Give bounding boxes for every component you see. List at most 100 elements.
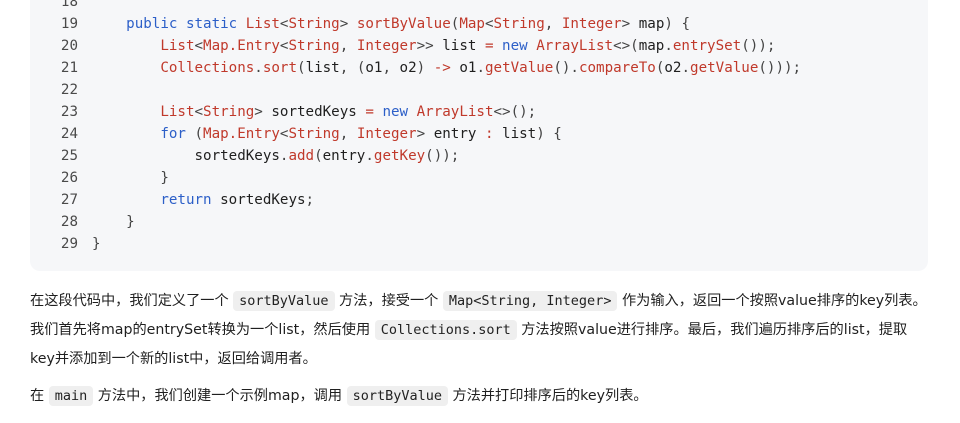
code-token: , bbox=[382, 60, 400, 76]
code-text: } bbox=[92, 233, 101, 255]
code-token: < bbox=[279, 126, 289, 142]
prose-text: 在 bbox=[30, 388, 49, 404]
inline-code-sortByValue: sortByValue bbox=[346, 386, 448, 406]
code-token: new bbox=[502, 38, 537, 54]
code-token: } bbox=[92, 170, 169, 186]
code-token: map bbox=[638, 38, 665, 54]
prose-text: 方法中，我们创建一个示例map，调用 bbox=[93, 388, 347, 404]
code-text: return sortedKeys; bbox=[92, 189, 314, 211]
code-token: Map.Entry bbox=[203, 126, 280, 142]
code-token: ArrayList bbox=[416, 104, 494, 120]
code-token: return bbox=[92, 192, 221, 208]
code-token: getValue bbox=[485, 60, 554, 76]
code-token: Map bbox=[459, 16, 485, 32]
code-token: . bbox=[279, 148, 289, 164]
code-token: o2 bbox=[664, 60, 682, 76]
code-token: . bbox=[681, 60, 691, 76]
code-token: public static bbox=[92, 16, 246, 32]
code-text: Collections.sort(list, (o1, o2) -> o1.ge… bbox=[92, 57, 801, 79]
code-token: < bbox=[194, 38, 204, 54]
code-token: ( bbox=[314, 148, 323, 164]
inline-code-collections-sort: Collections.sort bbox=[374, 320, 517, 340]
code-text: List<Map.Entry<String, Integer>> list = … bbox=[92, 35, 775, 57]
code-token: String bbox=[288, 126, 340, 142]
code-token: ()); bbox=[425, 148, 460, 164]
code-token: <>( bbox=[613, 38, 639, 54]
code-token: ( bbox=[194, 126, 204, 142]
code-text: } bbox=[92, 211, 135, 233]
code-token: List bbox=[92, 38, 195, 54]
line-number: 27 bbox=[60, 192, 78, 208]
code-token: . bbox=[476, 60, 485, 76]
code-token: entry bbox=[322, 148, 366, 164]
code-token: String bbox=[493, 16, 545, 32]
code-token: list bbox=[502, 126, 537, 142]
code-token: ( bbox=[655, 60, 665, 76]
code-token: } bbox=[92, 236, 101, 252]
explanation-paragraph-1: 在这段代码中，我们定义了一个 sortByValue 方法，接受一个 Map<S… bbox=[30, 287, 930, 374]
code-token: String bbox=[203, 104, 255, 120]
line-number: 24 bbox=[60, 126, 78, 142]
code-token: o2 bbox=[399, 60, 417, 76]
code-token: , ( bbox=[339, 60, 366, 76]
code-text: sortedKeys.add(entry.getKey()); bbox=[92, 145, 459, 167]
prose-text: 在这段代码中，我们定义了一个 bbox=[30, 293, 234, 309]
code-token: . bbox=[365, 148, 374, 164]
code-token: ArrayList bbox=[536, 38, 614, 54]
code-token: entrySet bbox=[672, 38, 742, 54]
code-token: ) { bbox=[536, 126, 562, 142]
code-token: <>(); bbox=[493, 104, 537, 120]
inline-code-main: main bbox=[48, 386, 94, 406]
code-token: , bbox=[339, 126, 357, 142]
code-token: String bbox=[288, 16, 340, 32]
code-token: for bbox=[92, 126, 195, 142]
code-token: list bbox=[442, 38, 485, 54]
code-token: ( bbox=[297, 60, 306, 76]
code-token: : bbox=[484, 126, 503, 142]
code-token: Collections bbox=[92, 60, 255, 76]
inline-code-map-type: Map<String, Integer> bbox=[442, 291, 618, 311]
line-number: 26 bbox=[60, 170, 78, 186]
code-token: Map.Entry bbox=[203, 38, 280, 54]
code-token: , bbox=[544, 16, 562, 32]
code-token: < bbox=[279, 38, 289, 54]
code-token: getKey bbox=[373, 148, 426, 164]
code-token: ()); bbox=[741, 38, 776, 54]
code-token: ) bbox=[416, 60, 434, 76]
line-number: 19 bbox=[60, 16, 78, 32]
code-token: > bbox=[339, 16, 357, 32]
code-token: < bbox=[279, 16, 289, 32]
inline-code-sortByValue: sortByValue bbox=[233, 291, 335, 311]
prose-text: 方法，接受一个 bbox=[334, 293, 443, 309]
line-number: 25 bbox=[60, 148, 78, 164]
explanation-paragraph-2: 在 main 方法中，我们创建一个示例map，调用 sortByValue 方法… bbox=[30, 382, 930, 411]
line-number: 22 bbox=[60, 82, 78, 98]
code-token: . bbox=[664, 38, 673, 54]
code-token: -> bbox=[433, 60, 460, 76]
code-token: = bbox=[365, 104, 383, 120]
line-number: 20 bbox=[60, 38, 78, 54]
code-token: add bbox=[288, 148, 315, 164]
code-token: < bbox=[484, 16, 494, 32]
code-text: public static List<String> sortByValue(M… bbox=[92, 13, 690, 35]
code-token: ( bbox=[450, 16, 460, 32]
code-token: getValue bbox=[690, 60, 759, 76]
code-token: new bbox=[382, 104, 417, 120]
code-token: ())); bbox=[758, 60, 802, 76]
code-token: >> bbox=[416, 38, 443, 54]
code-token: Integer bbox=[356, 38, 417, 54]
code-token: = bbox=[484, 38, 503, 54]
code-token: } bbox=[92, 214, 135, 230]
prose-text: 方法并打印排序后的key列表。 bbox=[447, 388, 648, 404]
code-text: List<String> sortedKeys = new ArrayList<… bbox=[92, 101, 536, 123]
code-token: ) { bbox=[664, 16, 690, 32]
code-token: Integer bbox=[356, 126, 417, 142]
code-token: o1 bbox=[365, 60, 383, 76]
code-text: } bbox=[92, 167, 169, 189]
line-number: 21 bbox=[60, 60, 78, 76]
code-token: List bbox=[92, 104, 195, 120]
prose-text: 方法按照value进行排序。最后，我们遍历排序后的list，提取key并添加到一… bbox=[30, 322, 908, 367]
code-token: > bbox=[621, 16, 639, 32]
code-token: > bbox=[254, 104, 272, 120]
